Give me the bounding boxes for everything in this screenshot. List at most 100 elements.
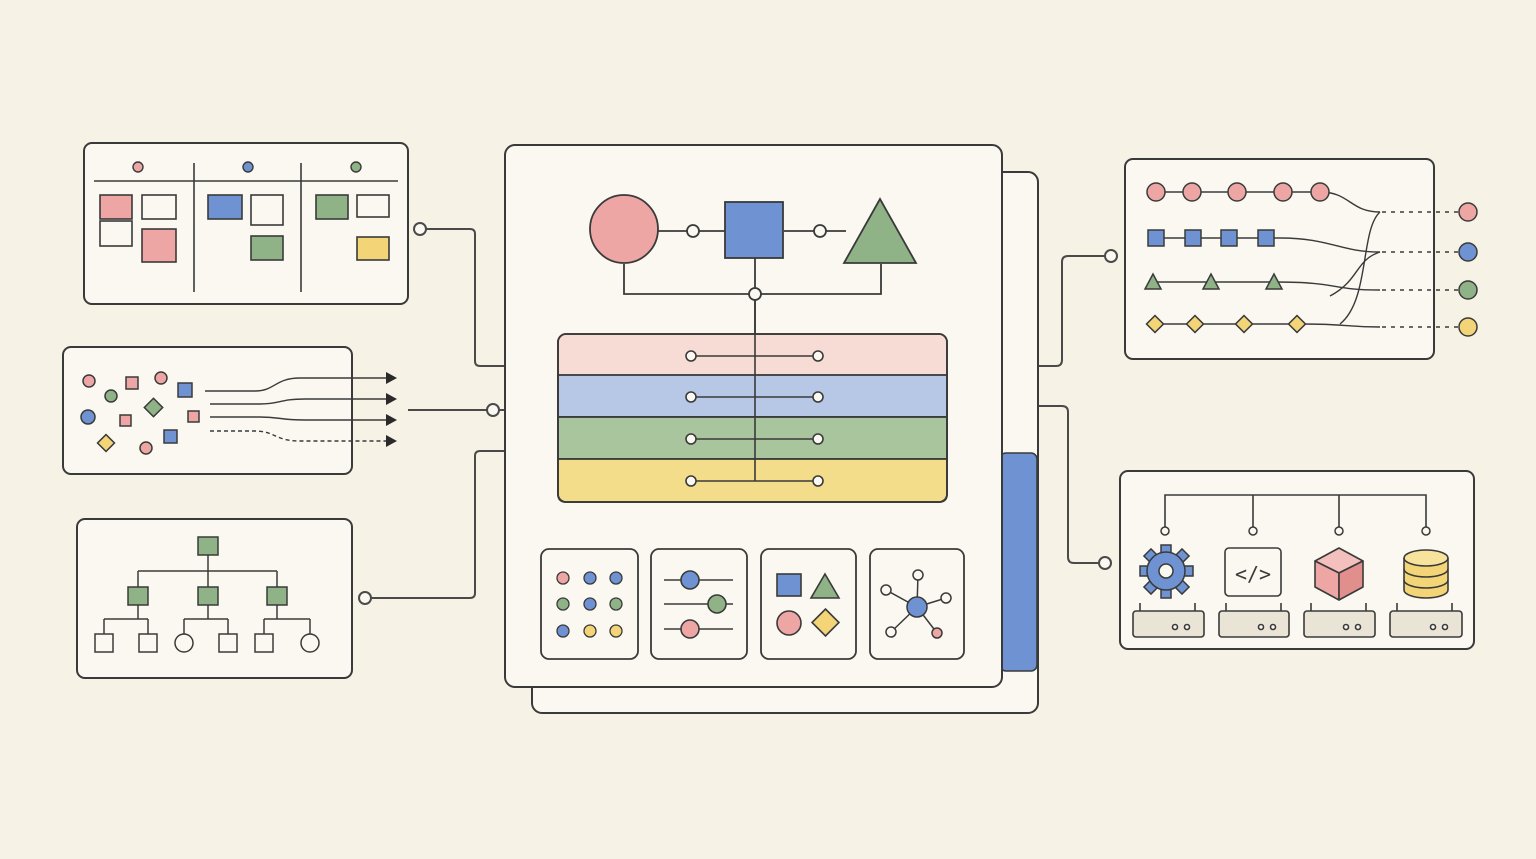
signal-dot — [1227, 182, 1247, 202]
tree-branch-node — [266, 586, 288, 606]
kanban-card — [99, 194, 133, 220]
layer-stack-outline — [557, 333, 948, 503]
kanban-card — [141, 228, 177, 263]
connector-node — [748, 287, 762, 301]
signal-diamond — [1145, 314, 1165, 334]
signal-dot — [1146, 182, 1166, 202]
tool-tile-sliders[interactable] — [650, 548, 748, 660]
layer-band-blue — [557, 374, 948, 418]
signal-track — [1153, 281, 1381, 291]
server-unit[interactable] — [1218, 603, 1290, 638]
layered-pipeline-module — [504, 144, 1039, 714]
shapes-icon — [776, 572, 841, 638]
signal-diamond — [1287, 314, 1307, 334]
tree-leaf-node — [300, 633, 320, 653]
stacked-sheet-accent — [999, 452, 1038, 672]
gear-icon — [1139, 544, 1194, 599]
dot-grid-icon — [556, 571, 623, 638]
hierarchy-tree-module — [76, 518, 353, 679]
signal-dot — [1273, 182, 1293, 202]
tree-leaf-node — [218, 633, 238, 653]
stream-diamond — [143, 397, 164, 418]
kanban-card — [356, 194, 390, 218]
code-brackets-icon: </> — [1224, 547, 1282, 597]
module-frame — [62, 346, 353, 475]
arrow-head-icon — [386, 393, 397, 405]
tree-branch-node — [127, 586, 149, 606]
layer-node — [685, 475, 697, 487]
kanban-card — [207, 194, 243, 220]
sliders-icon — [664, 570, 733, 639]
output-dot-green — [1458, 280, 1478, 300]
signal-diamond — [1185, 314, 1205, 334]
tool-tile-network[interactable] — [869, 548, 965, 660]
server-unit[interactable] — [1132, 603, 1205, 638]
connector-node — [486, 403, 500, 417]
layer-node — [812, 433, 824, 445]
layer-node — [812, 475, 824, 487]
tree-edge — [103, 605, 149, 634]
stream-diamond — [96, 433, 116, 453]
stream-line — [205, 377, 388, 392]
stream-dot — [104, 389, 118, 403]
data-stream-module — [62, 346, 397, 475]
stream-dot — [82, 374, 96, 388]
rack-bus — [1164, 494, 1427, 527]
square-shape-icon — [724, 201, 784, 259]
signal-merge-curve — [1329, 211, 1381, 325]
tree-leaf-node — [138, 633, 158, 653]
connector-node — [358, 591, 372, 605]
tool-tile-dot-grid[interactable] — [540, 548, 639, 660]
tree-leaf-node — [174, 633, 194, 653]
stream-dot — [139, 441, 153, 455]
connector-center-to-rack — [1002, 405, 1105, 564]
cube-icon — [1314, 547, 1364, 601]
connectors — [358, 222, 1118, 605]
connector-node — [813, 224, 827, 238]
stream-line — [210, 416, 388, 421]
stream-square — [187, 410, 200, 423]
rack-node — [1421, 526, 1431, 536]
tree-edge — [137, 555, 278, 587]
database-icon — [1403, 549, 1449, 599]
output-dot-yellow — [1458, 317, 1478, 337]
tree-branch-node — [197, 586, 219, 606]
server-unit[interactable] — [1303, 603, 1376, 638]
kanban-card — [356, 236, 390, 261]
connector-node — [1104, 249, 1118, 263]
stream-square — [177, 382, 193, 398]
layer-node — [812, 391, 824, 403]
tile-frame — [760, 548, 857, 660]
stream-square — [163, 429, 178, 444]
output-dot-red — [1458, 202, 1478, 222]
tree-leaf-node — [254, 633, 274, 653]
connector-tree-to-center — [365, 450, 505, 599]
connector-node — [686, 224, 700, 238]
signal-dot — [1310, 182, 1330, 202]
stream-line — [210, 398, 388, 405]
layer-node — [685, 433, 697, 445]
rack-node — [1248, 526, 1258, 536]
server-unit[interactable] — [1389, 603, 1463, 638]
connector-kanban-to-center — [420, 228, 505, 367]
kanban-card — [141, 194, 177, 220]
tree-leaf-node — [94, 633, 114, 653]
layer-stack — [557, 333, 948, 503]
triangle-shape-icon — [842, 197, 918, 264]
layer-node — [685, 350, 697, 362]
tree-edge — [183, 605, 229, 634]
signal-output — [1382, 211, 1458, 328]
tool-tile-shapes[interactable] — [760, 548, 857, 660]
arrow-head-icon — [386, 372, 397, 384]
code-glyph: </> — [1235, 562, 1271, 586]
stream-square — [125, 376, 139, 390]
signal-square — [1257, 229, 1275, 247]
rack-bus — [1252, 495, 1340, 527]
signal-dot — [1182, 182, 1202, 202]
arrow-head-icon — [386, 414, 397, 426]
arrow-head-icon — [386, 435, 397, 447]
output-dot-blue — [1458, 242, 1478, 262]
stream-dot — [154, 371, 168, 385]
stream-line — [210, 430, 388, 442]
